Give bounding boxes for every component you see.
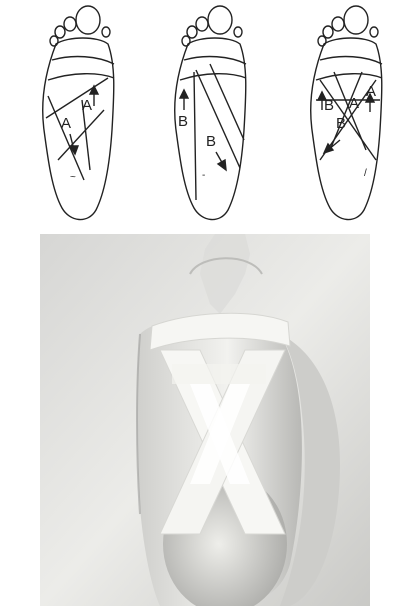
step-1-diagram: A A ~ bbox=[18, 0, 138, 232]
step-3-label-b-center: B bbox=[336, 115, 346, 132]
foot-sole-outline: B B A A / bbox=[286, 0, 406, 232]
step-3-label-a-center: A bbox=[349, 95, 359, 112]
step-2-label-b-left: B bbox=[178, 113, 188, 130]
step-3-diagram: B B A A / bbox=[286, 0, 406, 232]
svg-text:~: ~ bbox=[70, 172, 76, 183]
step-3-label-b-left: B bbox=[324, 97, 334, 114]
svg-text:-: - bbox=[202, 170, 205, 181]
foot-sole-outline: B B - bbox=[150, 0, 270, 232]
taped-foot-photo bbox=[40, 234, 370, 606]
arrow-icon bbox=[180, 90, 226, 170]
taping-steps-diagram: A A ~ bbox=[0, 0, 408, 232]
step-1-label-a-upper: A bbox=[82, 97, 92, 114]
foot-sole-outline: A A ~ bbox=[18, 0, 138, 232]
step-2-label-b-center: B bbox=[206, 133, 216, 150]
svg-text:/: / bbox=[364, 168, 367, 179]
step-1-label-a-lower: A bbox=[61, 115, 71, 132]
step-3-label-a-right: A bbox=[366, 83, 376, 100]
step-2-diagram: B B - bbox=[150, 0, 270, 232]
